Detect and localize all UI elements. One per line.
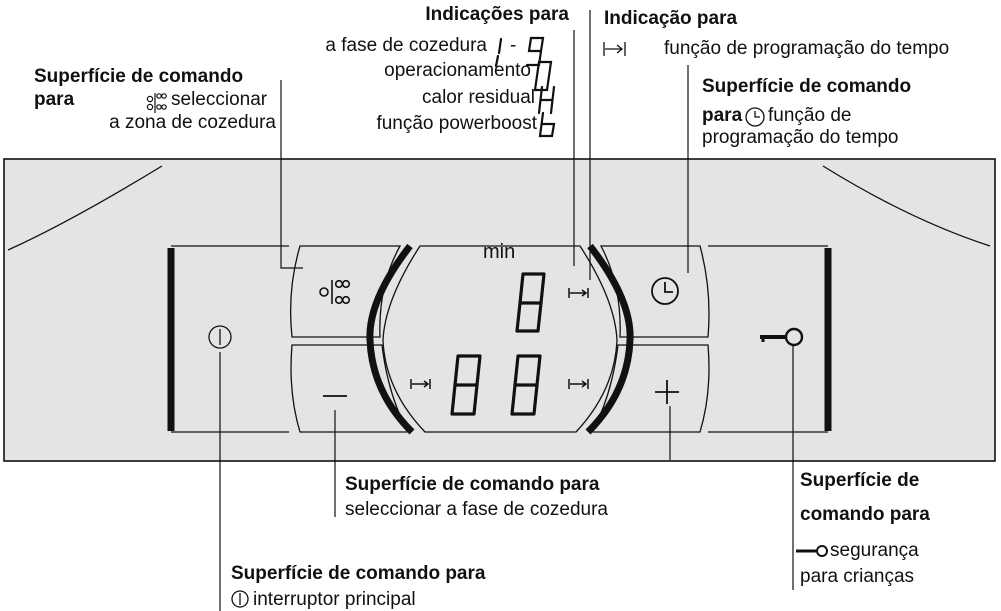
timer-arrow-icon bbox=[410, 288, 589, 389]
zone-select-small-icon bbox=[146, 93, 167, 113]
control-panel bbox=[3, 158, 996, 462]
display-right-curve bbox=[585, 243, 634, 435]
timer-control-line2-text: função de bbox=[768, 105, 852, 126]
child-lock-title-1: Superfície de bbox=[800, 470, 920, 491]
timer-control-title: Superfície de comando bbox=[702, 76, 912, 97]
child-lock-line3: segurança bbox=[830, 540, 919, 561]
segment-glyphs bbox=[494, 36, 556, 138]
select-level-line2: seleccionar a fase de cozedura bbox=[345, 499, 608, 520]
indications-line3: calor residual bbox=[422, 87, 535, 108]
child-lock-title-2: comando para bbox=[800, 504, 930, 525]
timer-indication-text: função de programação do tempo bbox=[664, 38, 950, 59]
child-lock-line4: para crianças bbox=[800, 566, 915, 587]
plus-button[interactable] bbox=[590, 344, 710, 433]
indications-line4: função powerboost bbox=[376, 113, 537, 134]
indications-title: Indicações para bbox=[425, 4, 569, 25]
indications-line2: operacionamento bbox=[384, 60, 531, 81]
display-left-curve bbox=[366, 243, 415, 435]
clock-small-icon bbox=[745, 107, 765, 127]
cooking-zone-edge-left bbox=[7, 165, 163, 251]
power-small-icon bbox=[231, 590, 249, 608]
timer-arrow-small-icon bbox=[603, 42, 626, 56]
leader-lines bbox=[219, 10, 794, 611]
touch-field-lines bbox=[171, 245, 828, 433]
select-zone-callout-title: Superfície de comando bbox=[34, 66, 244, 87]
indications-line1: a fase de cozedura bbox=[325, 35, 487, 56]
clock-icon bbox=[651, 277, 679, 305]
key-small-icon bbox=[796, 545, 828, 557]
timer-control-line2-bold: para bbox=[702, 105, 743, 126]
timer-digit bbox=[515, 272, 546, 333]
select-level-title: Superfície de comando para bbox=[345, 474, 600, 495]
timer-indication-title: Indicação para bbox=[604, 8, 738, 29]
select-zone-callout-line2: para bbox=[34, 89, 75, 110]
cooking-level-digit-left bbox=[450, 354, 482, 416]
plus-icon bbox=[655, 380, 679, 404]
select-zone-callout-line3: a zona de cozedura bbox=[109, 112, 276, 133]
main-switch-title: Superfície de comando para bbox=[231, 563, 486, 584]
power-icon bbox=[208, 325, 232, 349]
cooking-level-digit-right bbox=[510, 354, 542, 416]
cooking-zone-edge-right bbox=[822, 165, 991, 247]
zone-select-icon bbox=[319, 279, 351, 305]
zone-select-button[interactable] bbox=[289, 245, 402, 338]
key-icon bbox=[760, 327, 804, 347]
display-window bbox=[382, 245, 618, 433]
min-label: min bbox=[483, 241, 516, 263]
indications-range-sep: - bbox=[510, 35, 517, 56]
main-switch-line2: interruptor principal bbox=[253, 589, 416, 610]
timer-control-line3: programação do tempo bbox=[702, 127, 899, 148]
select-zone-callout-line2-text: seleccionar bbox=[171, 89, 268, 110]
